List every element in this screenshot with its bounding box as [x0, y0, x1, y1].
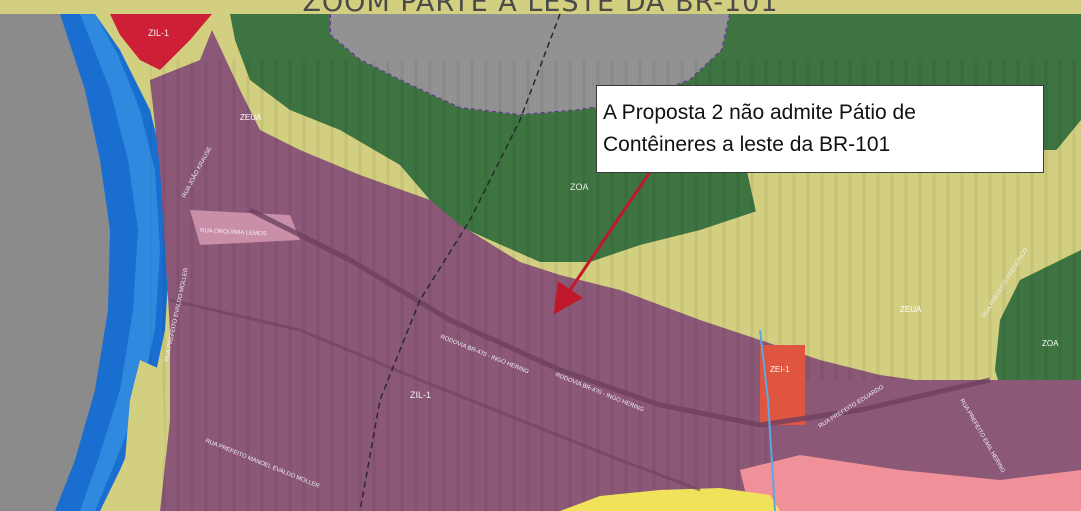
label-zeua-top: ZEUA	[240, 113, 262, 122]
callout-line-2: Contêineres a leste da BR-101	[603, 133, 891, 156]
road-br470	[248, 207, 991, 428]
zei1-red-zone	[760, 345, 805, 425]
stream-line	[759, 329, 776, 511]
label-zeua-right: ZEUA	[900, 305, 922, 314]
road-br101-dashed	[359, 13, 561, 511]
pink-zone-bottom	[740, 455, 1081, 511]
zeua-strip-left	[120, 360, 165, 511]
callout-arrow	[553, 171, 652, 315]
zil1-red-top	[110, 14, 212, 70]
road-secondary	[169, 298, 701, 492]
callout-box: A Proposta 2 não admite Pátio de Contêin…	[596, 85, 1044, 173]
label-zil1-center: ZIL-1	[410, 390, 431, 400]
label-zei1: ZEI-1	[770, 365, 790, 374]
label-rua-orquimia: RUA ORQUIMIA LEMOS	[200, 228, 267, 237]
urban-gray-left	[0, 14, 112, 511]
label-zil1-top: ZIL-1	[148, 28, 169, 38]
bright-yellow-zone-bottom	[560, 488, 780, 511]
callout-line-1: A Proposta 2 não admite Pátio de	[603, 101, 916, 124]
label-zoa-right: ZOA	[1042, 339, 1059, 348]
label-zoa-center: ZOA	[570, 182, 589, 192]
map-title: ZOOM PARTE A LESTE DA BR-101	[302, 0, 779, 18]
